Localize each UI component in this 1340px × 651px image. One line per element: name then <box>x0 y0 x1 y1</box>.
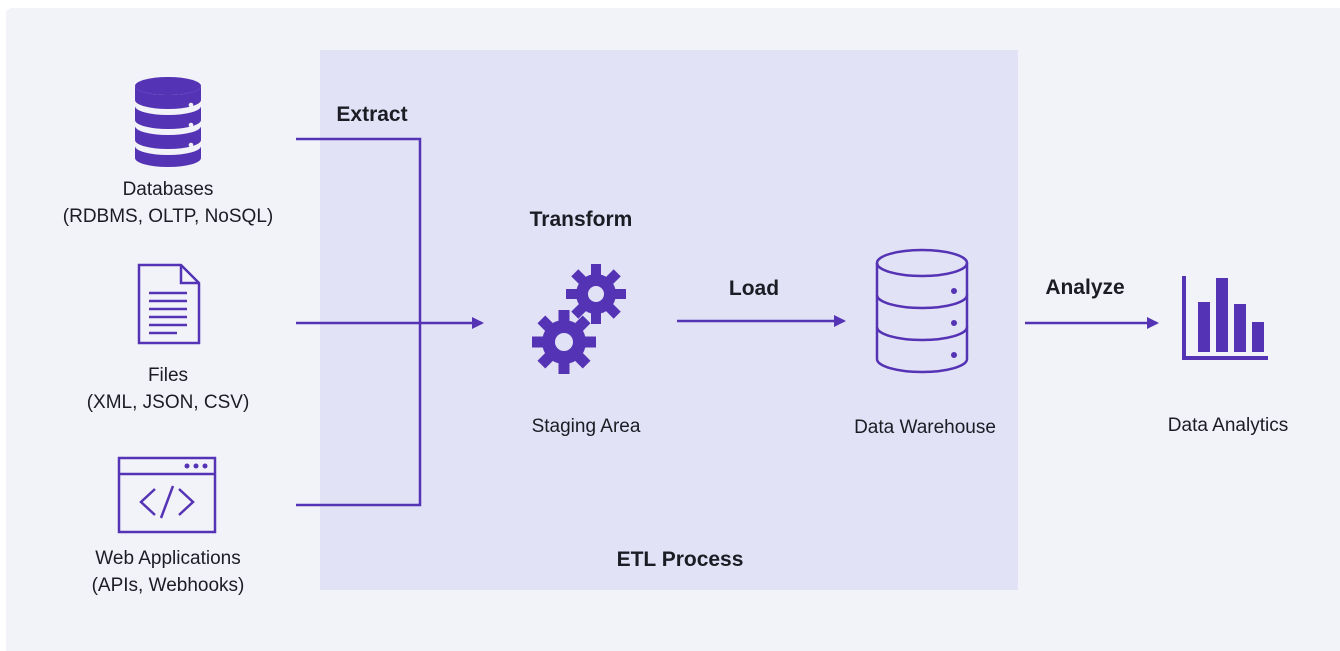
database-icon <box>135 77 201 167</box>
extract-label: Extract <box>336 103 408 126</box>
analyze-label: Analyze <box>1045 276 1125 299</box>
web-apps-subtitle: (APIs, Webhooks) <box>91 575 245 596</box>
transform-label: Transform <box>529 208 633 231</box>
data-warehouse-label: Data Warehouse <box>854 417 996 438</box>
staging-area-label: Staging Area <box>531 416 641 437</box>
bar-chart-icon <box>1182 276 1268 360</box>
databases-subtitle: (RDBMS, OLTP, NoSQL) <box>62 206 274 227</box>
databases-title: Databases <box>122 179 214 200</box>
code-window-icon <box>117 456 217 534</box>
warehouse-database-icon <box>875 248 969 374</box>
web-apps-title: Web Applications <box>95 548 241 569</box>
etl-process-region <box>320 50 1018 590</box>
gears-icon <box>532 264 626 374</box>
files-subtitle: (XML, JSON, CSV) <box>86 392 250 413</box>
data-analytics-label: Data Analytics <box>1167 415 1289 436</box>
files-title: Files <box>147 365 189 386</box>
load-label: Load <box>728 277 780 300</box>
document-icon <box>137 263 201 345</box>
etl-process-label: ETL Process <box>616 548 744 571</box>
